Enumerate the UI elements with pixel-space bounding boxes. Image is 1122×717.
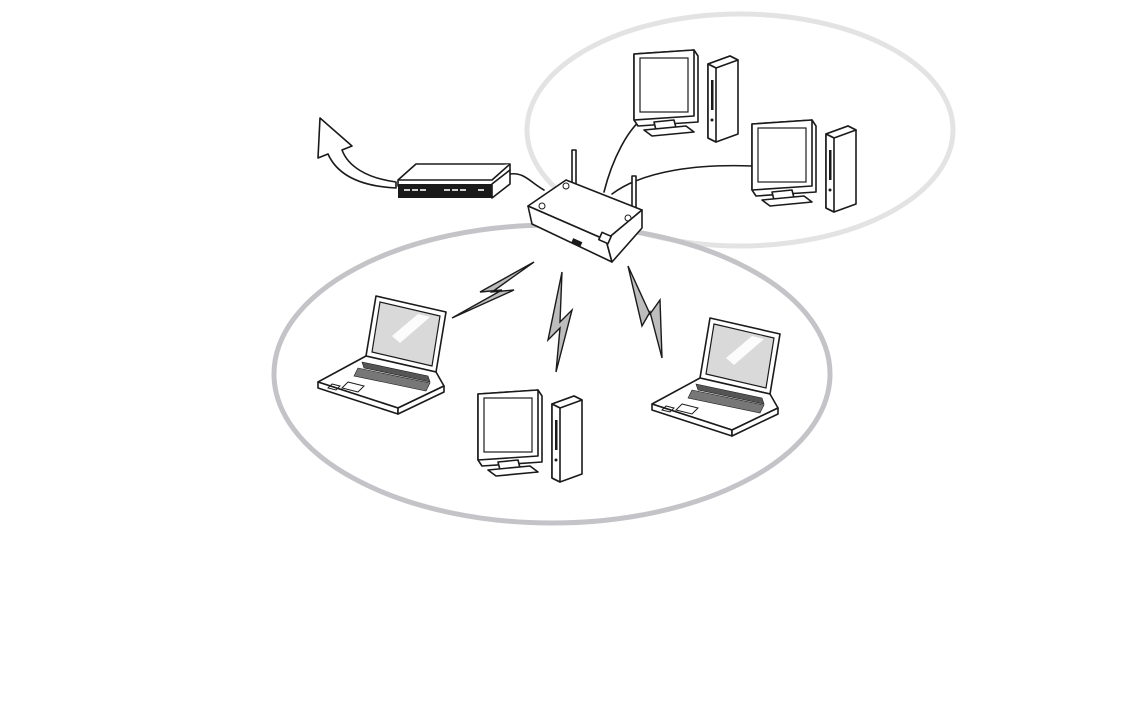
- wired-desktop-1-icon: [634, 50, 738, 142]
- modem-icon: [398, 164, 510, 198]
- wireless-laptop-2-icon: [652, 318, 780, 436]
- internet-arrow-icon: [318, 118, 396, 188]
- wireless-desktop-icon: [478, 390, 582, 482]
- wireless-laptop-1-icon: [318, 296, 446, 414]
- wireless-router-icon: [528, 150, 642, 262]
- wireless-signal-3-icon: [628, 266, 662, 358]
- modem-to-ap-cable: [510, 174, 544, 190]
- wireless-signal-1-icon: [452, 262, 534, 318]
- wired-desktop-2-icon: [752, 120, 856, 212]
- wireless-signal-2-icon: [548, 272, 572, 372]
- ap-to-desktop-1-cable: [604, 118, 644, 192]
